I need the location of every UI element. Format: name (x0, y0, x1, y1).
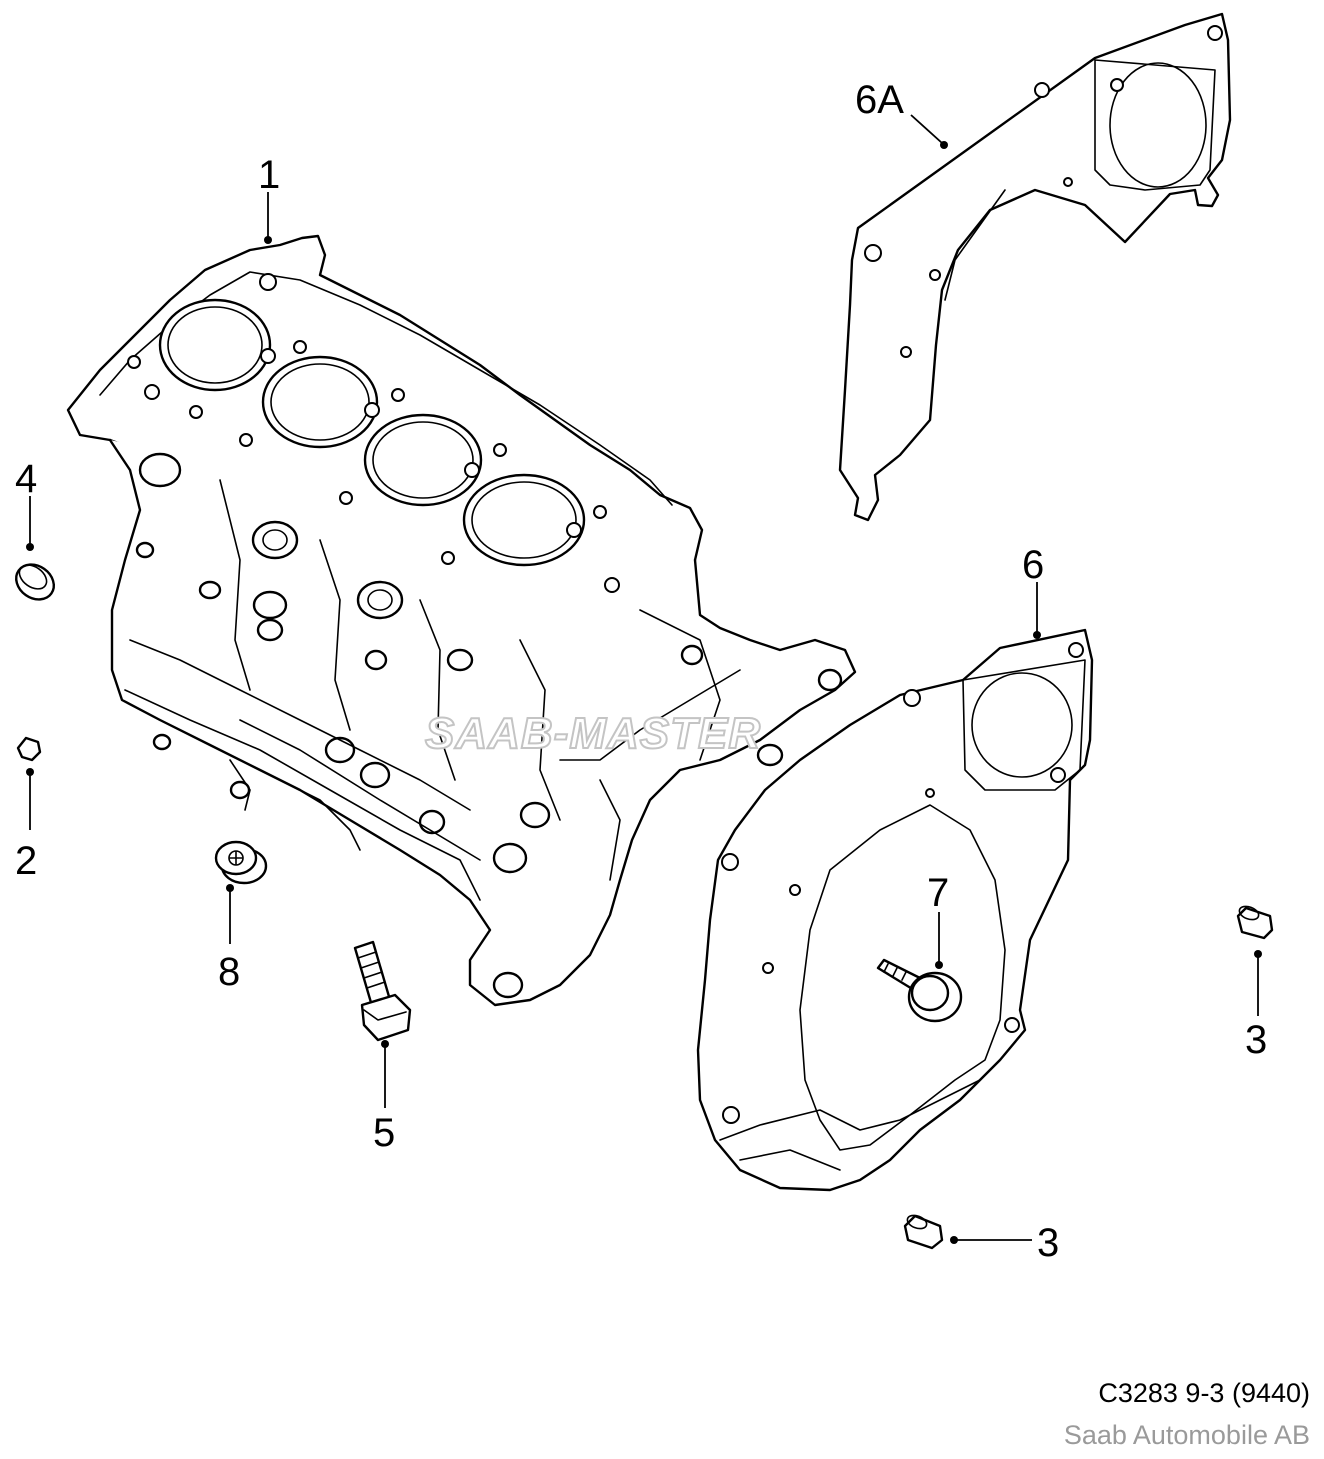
callout-2: 2 (15, 839, 37, 883)
engine-block (66, 234, 857, 1007)
callout-5: 5 (373, 1111, 395, 1155)
adapter-plate-6 (696, 628, 1094, 1192)
plug-8 (214, 840, 268, 885)
callout-6a: 6A (855, 78, 904, 122)
callout-4: 4 (15, 457, 37, 501)
plug-2 (16, 736, 42, 762)
callout-7: 7 (927, 871, 949, 915)
leader-lines (26, 114, 1262, 1244)
bolt-5 (353, 940, 412, 1042)
seal-ring-4 (15, 563, 55, 601)
callout-3-right: 3 (1245, 1018, 1267, 1062)
callout-1: 1 (258, 153, 280, 197)
adapter-plate-6a (838, 12, 1232, 522)
callout-6: 6 (1022, 543, 1044, 587)
company-name: Saab Automobile AB (1063, 1420, 1310, 1450)
bolt-7 (876, 958, 963, 1023)
callout-8: 8 (218, 950, 240, 994)
dowel-sleeve-3-right (1236, 905, 1274, 940)
diagram-reference: C3283 9-3 (9440) (1098, 1378, 1310, 1408)
callout-3-bottom: 3 (1037, 1221, 1059, 1265)
dowel-sleeve-3-bottom (903, 1214, 944, 1250)
watermark-text: SAAB-MASTER (425, 709, 761, 758)
